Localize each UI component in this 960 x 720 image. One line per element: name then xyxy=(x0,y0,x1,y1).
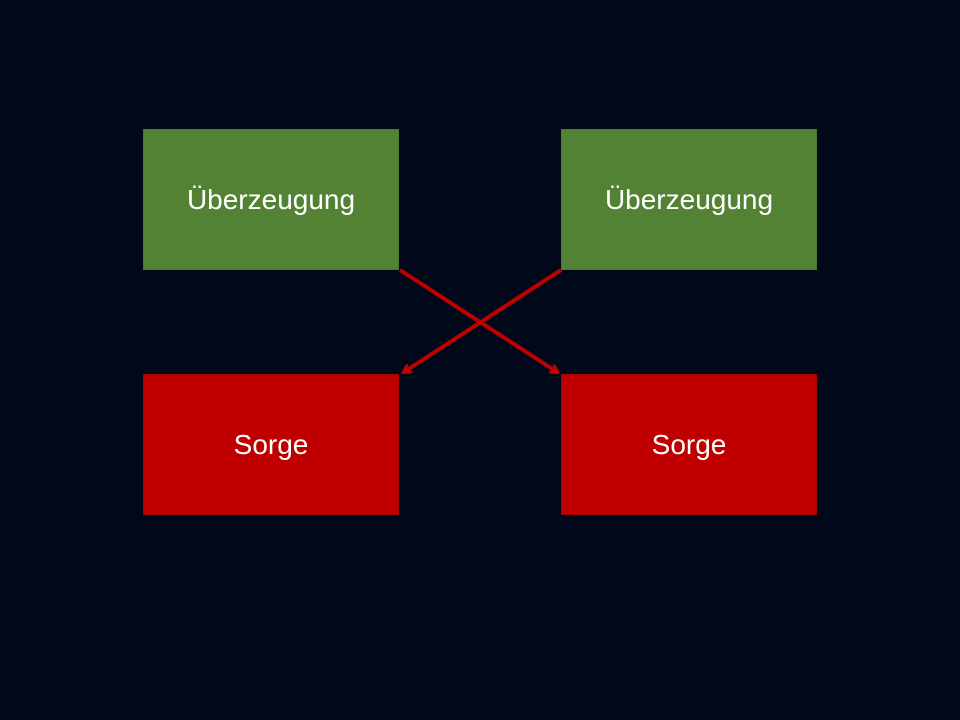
arrow-right-to-left xyxy=(404,268,563,372)
box-label: Sorge xyxy=(233,428,309,460)
box-sorge-left: Sorge xyxy=(143,374,399,515)
box-sorge-right: Sorge xyxy=(561,374,817,515)
box-ueberzeugung-left: Überzeugung xyxy=(143,129,399,270)
box-label: Überzeugung xyxy=(186,183,356,215)
box-label: Überzeugung xyxy=(604,183,774,215)
arrow-left-to-right xyxy=(398,268,557,372)
box-label: Sorge xyxy=(651,428,727,460)
box-ueberzeugung-right: Überzeugung xyxy=(561,129,817,270)
